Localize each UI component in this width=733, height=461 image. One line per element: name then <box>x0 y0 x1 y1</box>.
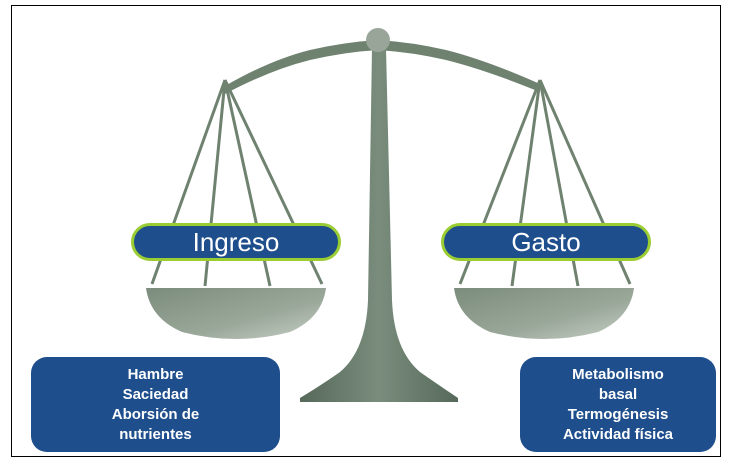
scale-knob <box>366 28 390 52</box>
ingreso-item: Saciedad <box>122 385 189 403</box>
ingreso-label: Ingreso <box>131 223 341 261</box>
gasto-factors-box: Metabolismo basal Termogénesis Actividad… <box>520 357 716 452</box>
scale-beam <box>225 40 540 94</box>
ingreso-factors-box: Hambre Saciedad Aborsión de nutrientes <box>31 357 280 452</box>
right-pan <box>454 288 634 339</box>
left-pan <box>146 288 326 339</box>
ingreso-item: Hambre <box>127 365 184 383</box>
gasto-item: Actividad física <box>562 425 674 443</box>
ingreso-item: nutrientes <box>119 425 192 443</box>
gasto-item: basal <box>598 385 638 403</box>
ingreso-item: Aborsión de <box>111 405 200 423</box>
gasto-item: Metabolismo <box>572 365 664 383</box>
gasto-label: Gasto <box>441 223 651 261</box>
gasto-item: Termogénesis <box>567 405 669 423</box>
scale-post <box>300 48 458 402</box>
